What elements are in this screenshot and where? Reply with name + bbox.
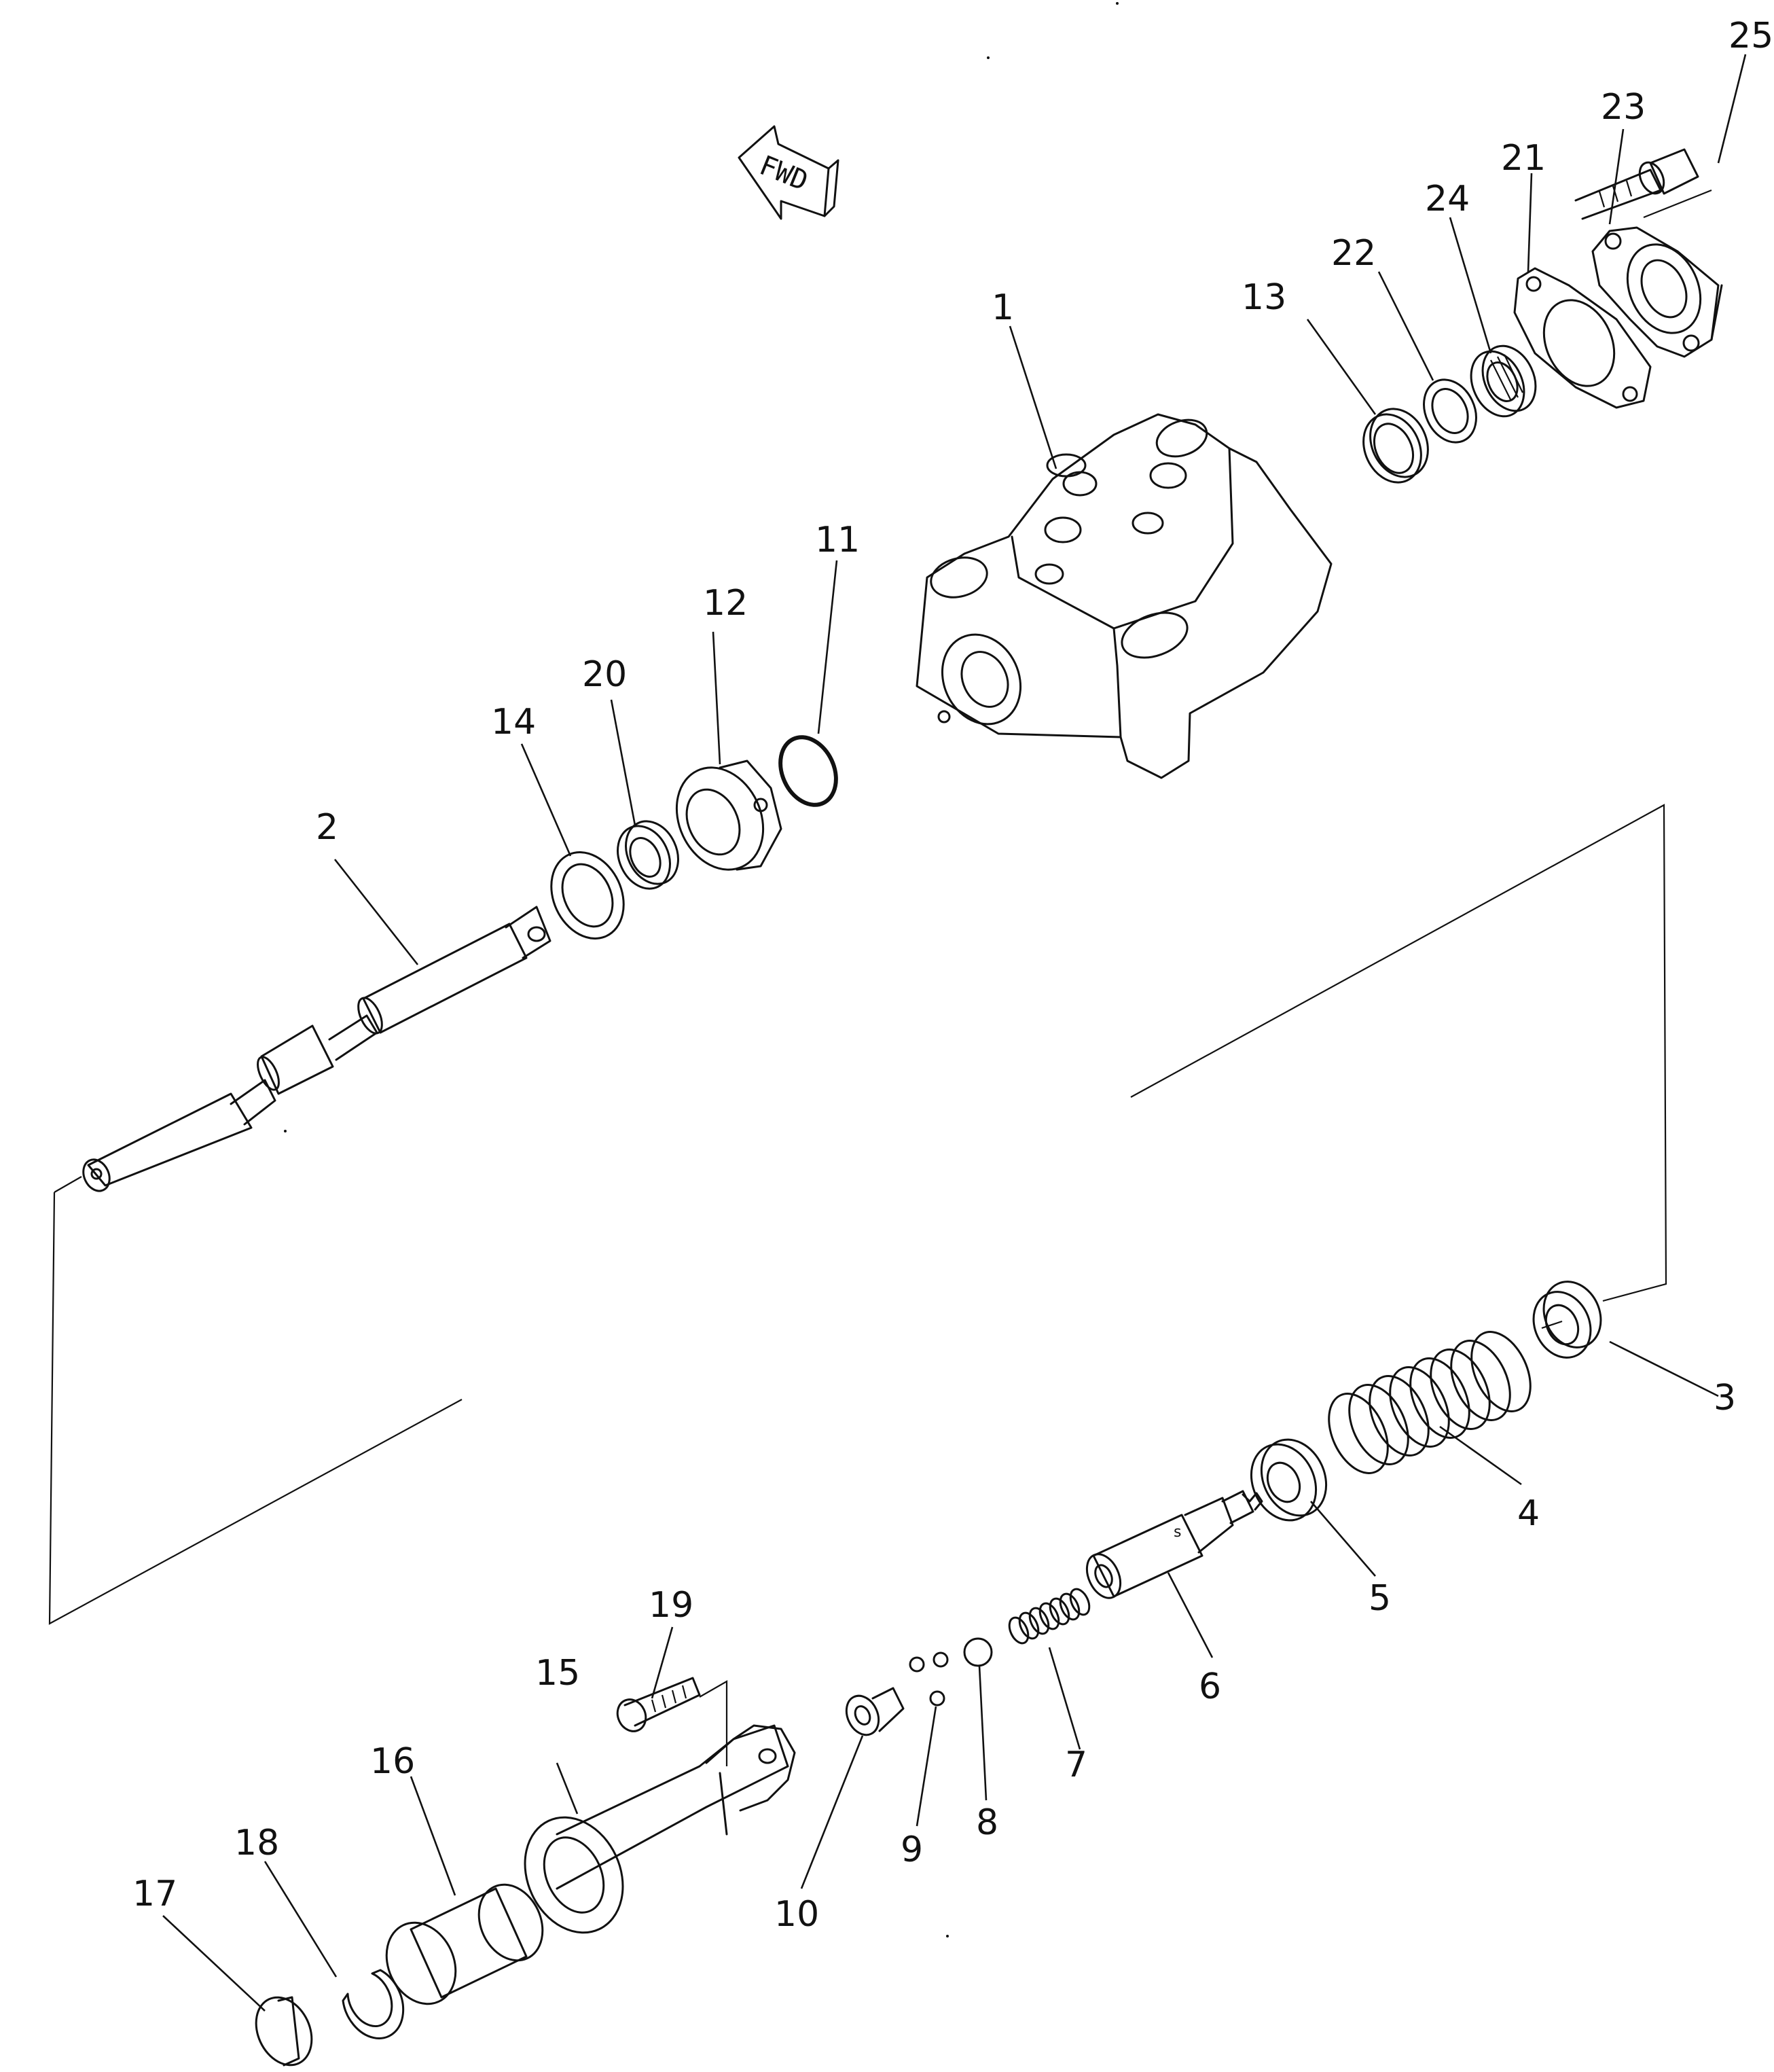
part-18-snap-ring xyxy=(342,1969,405,2039)
callout-24: 24 xyxy=(1425,179,1470,219)
scan-specks xyxy=(284,2,1119,1937)
callout-25: 25 xyxy=(1728,16,1773,56)
callout-5: 5 xyxy=(1369,1578,1391,1619)
part-3-spring-seat xyxy=(1532,1281,1602,1359)
callout-6: 6 xyxy=(1199,1666,1221,1707)
callout-8: 8 xyxy=(976,1802,998,1843)
part-25-bolt xyxy=(1574,148,1699,220)
callout-21: 21 xyxy=(1501,138,1546,179)
part-12-retainer xyxy=(675,760,782,871)
callout-10: 10 xyxy=(774,1894,819,1935)
callout-9: 9 xyxy=(901,1829,923,1870)
part-17-cap xyxy=(255,1996,313,2067)
callout-17: 17 xyxy=(132,1874,177,1914)
callout-13: 13 xyxy=(1242,277,1286,318)
part-21-gasket xyxy=(1513,267,1652,409)
part-14-washer xyxy=(550,851,625,940)
part-7-small-spring xyxy=(1008,1588,1091,1645)
part-6-spool: s xyxy=(1085,1490,1263,1599)
callout-7: 7 xyxy=(1065,1745,1087,1785)
callout-3: 3 xyxy=(1714,1378,1736,1418)
callout-15: 15 xyxy=(535,1653,580,1694)
callout-23: 23 xyxy=(1601,87,1646,128)
callout-22: 22 xyxy=(1331,233,1376,274)
part-4-spring xyxy=(1328,1331,1532,1474)
part-15-housing xyxy=(524,1724,796,1934)
part-20-collar xyxy=(617,820,679,890)
fwd-direction-arrow: FWD xyxy=(738,125,839,220)
part-8-ball xyxy=(963,1637,993,1667)
part-11-o-ring xyxy=(778,735,838,807)
part-19-bolt xyxy=(616,1677,701,1732)
part-23-cover xyxy=(1591,226,1723,358)
part-13-seal xyxy=(1362,408,1429,484)
leader-lines xyxy=(162,54,1747,2012)
callout-18: 18 xyxy=(234,1823,279,1863)
part-22-ring xyxy=(1423,378,1477,444)
callout-12: 12 xyxy=(703,583,748,624)
callout-1: 1 xyxy=(992,287,1014,328)
part-24-bearing xyxy=(1470,344,1537,418)
callout-19: 19 xyxy=(649,1585,693,1626)
callout-16: 16 xyxy=(370,1741,415,1782)
svg-text:s: s xyxy=(1174,1524,1181,1541)
callout-4: 4 xyxy=(1517,1493,1540,1534)
part-1-valve-body xyxy=(916,413,1333,779)
callout-20: 20 xyxy=(582,654,627,695)
part-10-plug xyxy=(845,1687,905,1736)
part-16-sleeve xyxy=(385,1883,544,2005)
callout-2: 2 xyxy=(316,807,338,848)
callout-numbers: 1 2 3 4 5 6 7 8 9 10 11 12 13 14 15 16 1… xyxy=(132,16,1773,1935)
part-2-shaft xyxy=(82,906,551,1192)
part-9-small-balls xyxy=(909,1651,949,1707)
callout-11: 11 xyxy=(815,520,860,560)
assembly-centerlines xyxy=(48,189,1712,1766)
callout-14: 14 xyxy=(491,702,536,743)
